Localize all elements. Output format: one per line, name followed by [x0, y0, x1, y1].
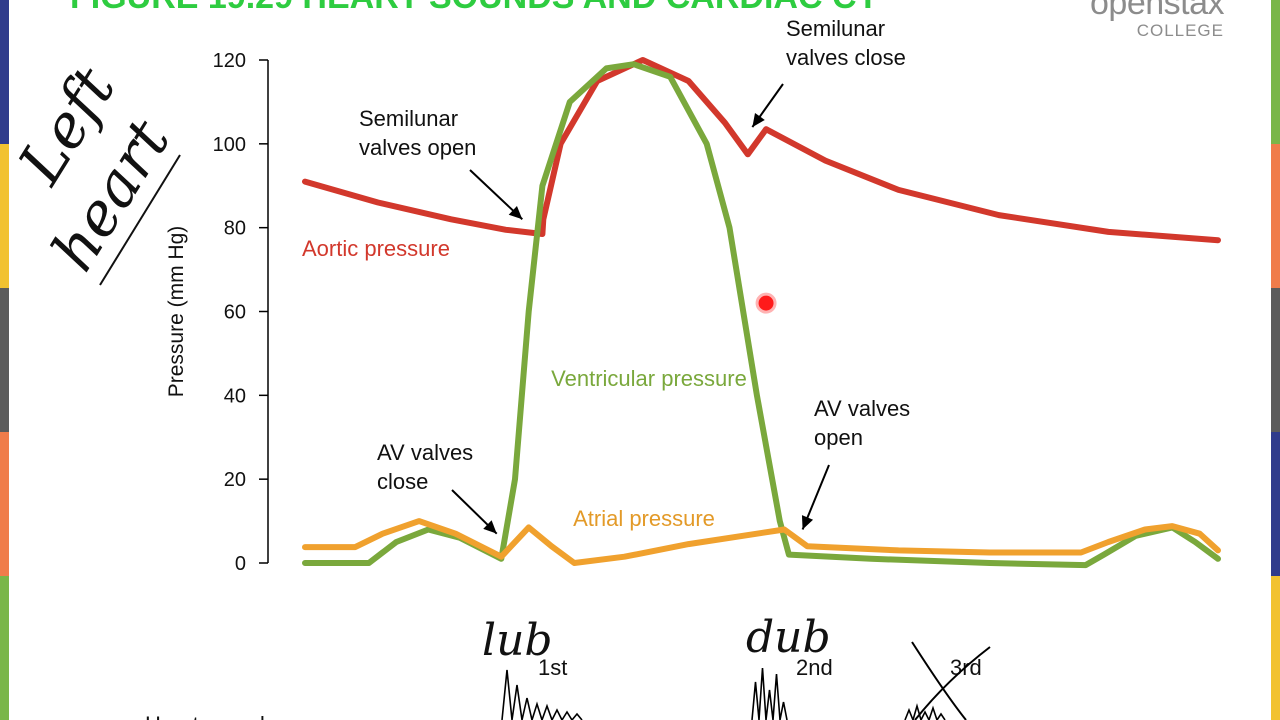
- laser-pointer-dot: [755, 292, 777, 314]
- annotation-line: Semilunar: [359, 106, 458, 131]
- atrial-series-label: Atrial pressure: [573, 506, 715, 531]
- valve-annotations: Semilunar valves open Semilunar valves clos…: [359, 16, 910, 535]
- y-tick-label: 100: [213, 134, 246, 156]
- pressure-curves: [302, 57, 1221, 569]
- semilunar-close-arrow-head: [752, 112, 765, 128]
- left-strip-segment: [0, 432, 9, 576]
- av-open-label: AV valves open: [814, 396, 910, 450]
- semilunar-open-arrow-head: [508, 206, 523, 220]
- handwritten-underline: [99, 154, 181, 286]
- ventricular-series-label: Ventricular pressure: [551, 366, 747, 391]
- annotation-line: close: [377, 469, 428, 494]
- right-strip-segment: [1271, 432, 1280, 576]
- third-sound-cross-stroke: [914, 646, 991, 720]
- left-strip-segment: [0, 0, 9, 144]
- av-close-label: AV valves close: [377, 440, 473, 494]
- atrial-pressure-line: [302, 518, 1221, 566]
- y-tick-label: 120: [213, 50, 246, 72]
- heart-sound-2-label: 2nd: [796, 655, 833, 680]
- y-axis-title: Pressure (mm Hg): [165, 226, 188, 398]
- third-sound-cross-stroke: [911, 641, 967, 720]
- heart-sound-1-label: 1st: [538, 655, 567, 680]
- aortic-series-label: Aortic pressure: [302, 236, 450, 261]
- annotation-line: valves close: [786, 45, 906, 70]
- annotation-line: Semilunar: [786, 16, 885, 41]
- heart-sounds-label: Heart sounds: [145, 712, 276, 720]
- y-tick-label: 60: [224, 302, 246, 324]
- handwritten-dub: dub: [746, 612, 831, 663]
- handwritten-lub: lub: [482, 615, 553, 666]
- y-tick-label: 0: [235, 553, 246, 575]
- right-color-strip: [1271, 0, 1280, 720]
- aortic-pressure-line: [302, 57, 1221, 244]
- logo-subtitle: COLLEGE: [1136, 21, 1224, 40]
- right-strip-segment: [1271, 0, 1280, 144]
- av-close-arrow-head: [483, 520, 497, 534]
- semilunar-open-label: Semilunar valves open: [359, 106, 476, 160]
- heart-sounds-panel: Heart sounds1st2nd3rd: [145, 641, 991, 720]
- first-sound-waveform: [501, 669, 583, 720]
- second-sound-waveform: [751, 667, 788, 720]
- logo-wordmark: openstax: [1090, 0, 1225, 22]
- annotation-line: open: [814, 425, 863, 450]
- annotation-line: AV valves: [377, 440, 473, 465]
- y-tick-label: 40: [224, 385, 246, 407]
- figure-title-cropped: FIGURE 19.29 HEART SOUNDS AND CARDIAC CY: [70, 0, 1080, 12]
- right-strip-segment: [1271, 144, 1280, 288]
- av-open-arrow-head: [801, 515, 814, 530]
- right-strip-segment: [1271, 576, 1280, 720]
- annotation-line: valves open: [359, 135, 476, 160]
- y-tick-label: 80: [224, 218, 246, 240]
- openstax-logo: openstax COLLEGE: [1090, 0, 1225, 40]
- third-sound-waveform: [904, 703, 946, 720]
- semilunar-close-label: Semilunar valves close: [786, 16, 906, 70]
- left-strip-segment: [0, 144, 9, 288]
- right-strip-segment: [1271, 288, 1280, 432]
- y-tick-label: 20: [224, 469, 246, 491]
- left-strip-segment: [0, 288, 9, 432]
- left-strip-segment: [0, 576, 9, 720]
- left-color-strip: [0, 0, 9, 720]
- annotation-line: AV valves: [814, 396, 910, 421]
